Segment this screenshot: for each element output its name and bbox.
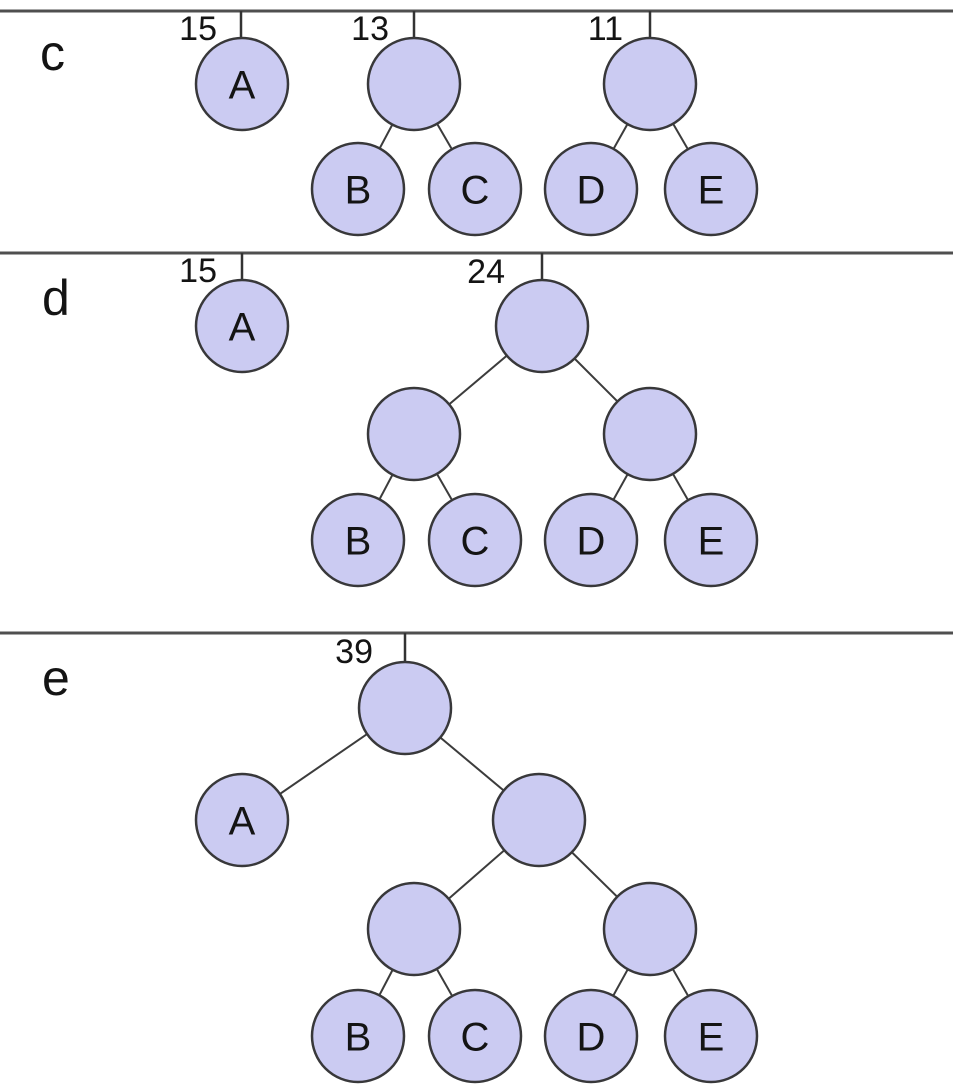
panel-label-e: e (42, 650, 70, 706)
tree-node-B (310, 492, 406, 588)
tree-node-internal (366, 386, 462, 482)
node-label-E: E (698, 519, 725, 563)
tree-node-internal (366, 36, 462, 132)
tree-node-C (427, 492, 523, 588)
panel-d: A B C D E 15 24 d (0, 251, 953, 588)
tree-node-internal (602, 881, 698, 977)
tree-node-internal (602, 36, 698, 132)
node-label-C: C (461, 519, 490, 563)
tree-node-internal (602, 386, 698, 482)
panel-e: A B C D E 39 e (0, 631, 953, 1084)
tree-node-C (427, 141, 523, 237)
weight-label-11: 11 (588, 10, 623, 48)
panel-c: A B C D E 15 13 11 c (0, 9, 953, 237)
tree-node-E (663, 988, 759, 1084)
tree-node-internal (357, 660, 453, 756)
tree-node-internal (491, 772, 587, 868)
tree-node-D (543, 141, 639, 237)
node-label-E: E (698, 1015, 725, 1059)
panel-label-c: c (40, 25, 65, 81)
tree-node-E (663, 141, 759, 237)
weight-label-13: 13 (351, 10, 389, 48)
weight-label-24: 24 (467, 253, 505, 291)
node-label-A: A (229, 799, 256, 843)
tree-node-A (194, 36, 290, 132)
tree-node-A (194, 278, 290, 374)
node-label-B: B (345, 168, 372, 212)
weight-label-39: 39 (335, 633, 373, 671)
tree-node-A (194, 772, 290, 868)
tree-node-internal (494, 278, 590, 374)
node-label-D: D (577, 168, 606, 212)
node-label-C: C (461, 168, 490, 212)
tree-node-D (543, 492, 639, 588)
node-label-C: C (461, 1015, 490, 1059)
tree-node-B (310, 141, 406, 237)
node-label-A: A (229, 305, 256, 349)
node-label-A: A (229, 63, 256, 107)
tree-node-internal (366, 881, 462, 977)
tree-node-D (543, 988, 639, 1084)
node-label-E: E (698, 168, 725, 212)
node-label-D: D (577, 519, 606, 563)
weight-label-15: 15 (179, 10, 217, 48)
tree-node-E (663, 492, 759, 588)
panel-label-d: d (42, 270, 70, 326)
tree-node-C (427, 988, 523, 1084)
node-label-B: B (345, 519, 372, 563)
node-label-D: D (577, 1015, 606, 1059)
node-label-B: B (345, 1015, 372, 1059)
tree-node-B (310, 988, 406, 1084)
weight-label-15: 15 (179, 252, 217, 290)
